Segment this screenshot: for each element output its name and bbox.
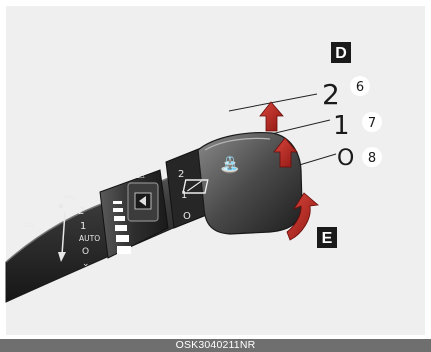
- svg-text:E: E: [322, 230, 333, 247]
- ring-mark-1: 1: [181, 190, 187, 201]
- position-1-glyph: 1: [333, 111, 350, 141]
- svg-text:D: D: [335, 45, 347, 62]
- ring-mark-off: O: [183, 211, 191, 222]
- switch-mark-auto: AUTO: [79, 234, 100, 243]
- position-1-badge: 7: [368, 116, 376, 131]
- callout-label-e: E: [317, 227, 337, 248]
- figure-caption: OSK3040211NR: [0, 339, 431, 352]
- section-label-d: D: [331, 42, 351, 63]
- switch-mark-2: 2: [78, 206, 84, 217]
- position-2-glyph: 2: [322, 78, 340, 111]
- switch-mark-1: 1: [80, 221, 86, 232]
- wiper-icon: ⌓: [23, 215, 34, 231]
- position-2-badge: 6: [356, 80, 364, 95]
- position-off-glyph: O: [337, 146, 354, 171]
- mist-pull-label: PULL: [64, 195, 78, 201]
- switch-mark-down: ⌄: [82, 259, 90, 269]
- ring-mark-2: 2: [178, 169, 184, 180]
- washer-icon: ⛲: [220, 155, 240, 174]
- position-off-badge: 8: [368, 151, 376, 166]
- switch-mark-off: O: [82, 247, 89, 257]
- rear-wiper-icon: ⌓: [136, 168, 145, 181]
